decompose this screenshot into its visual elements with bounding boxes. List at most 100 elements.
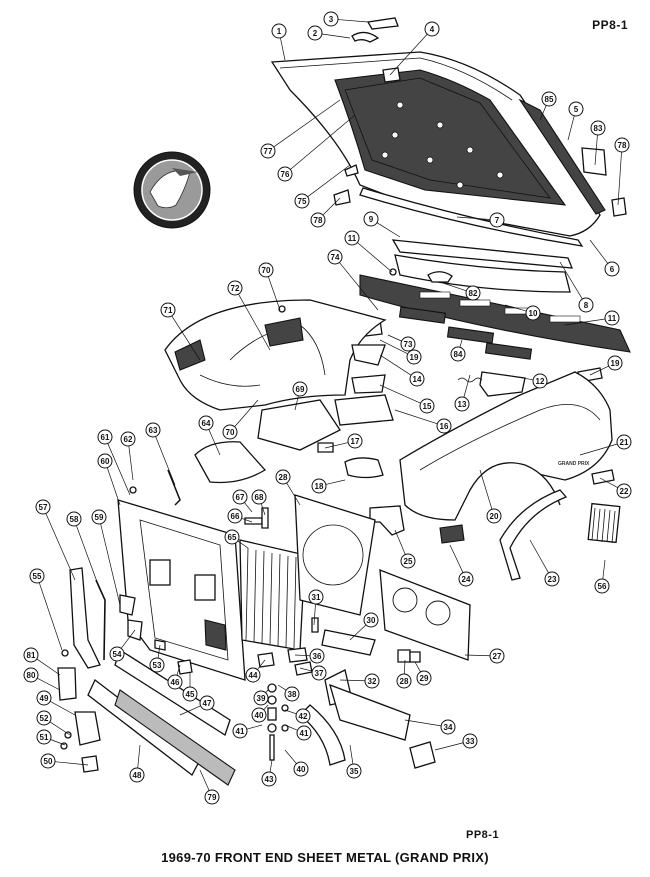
callout-circle bbox=[416, 670, 432, 686]
callout-leader-19 bbox=[379, 339, 408, 355]
bracket-29 bbox=[409, 651, 421, 663]
callout-circle bbox=[458, 571, 474, 587]
callout-circle bbox=[525, 305, 541, 321]
callout-circle bbox=[109, 646, 125, 662]
fender-lamp bbox=[439, 524, 465, 544]
callout-number: 34 bbox=[444, 723, 453, 732]
callout-circle bbox=[541, 91, 557, 107]
callout-circle bbox=[160, 302, 176, 318]
part-callout-59: 59 bbox=[91, 509, 107, 525]
callout-leader-36 bbox=[294, 654, 311, 657]
callout-leader-28 bbox=[286, 482, 301, 506]
part-callout-4: 4 bbox=[424, 21, 440, 37]
part-callout-80: 80 bbox=[23, 667, 39, 683]
part-callout-82: 82 bbox=[465, 285, 481, 301]
callout-circle bbox=[222, 424, 238, 440]
callout-number: 41 bbox=[236, 727, 245, 736]
part-callout-58: 58 bbox=[66, 511, 82, 527]
callout-leader-69 bbox=[294, 395, 299, 411]
part-callout-5: 5 bbox=[568, 101, 584, 117]
callout-circle bbox=[293, 761, 309, 777]
part-callout-45: 45 bbox=[182, 686, 198, 702]
callout-circle bbox=[578, 297, 594, 313]
inner-fender-bracket-14 bbox=[351, 344, 386, 366]
part-callout-70: 70 bbox=[258, 262, 274, 278]
part-callout-3: 3 bbox=[323, 11, 339, 27]
callout-number: 16 bbox=[440, 422, 449, 431]
callout-leader-79 bbox=[199, 769, 210, 791]
callout-leader-14 bbox=[379, 354, 412, 376]
callout-circle bbox=[607, 355, 623, 371]
callout-circle bbox=[277, 166, 293, 182]
nut-51 bbox=[60, 742, 68, 750]
callout-leader-59 bbox=[100, 523, 121, 606]
callout-circle bbox=[271, 23, 287, 39]
callout-number: 53 bbox=[153, 661, 162, 670]
callout-circle bbox=[396, 673, 412, 689]
callout-number: 20 bbox=[490, 512, 499, 521]
callout-circle bbox=[363, 612, 379, 628]
grille-inserts bbox=[398, 306, 533, 360]
callout-leader-6 bbox=[589, 239, 609, 264]
callout-number: 70 bbox=[226, 428, 235, 437]
part-callout-72: 72 bbox=[227, 280, 243, 296]
callout-number: 6 bbox=[610, 265, 615, 274]
part-callout-55: 55 bbox=[29, 568, 45, 584]
callout-leader-38 bbox=[277, 684, 287, 691]
part-callout-24: 24 bbox=[458, 571, 474, 587]
callout-leader-80 bbox=[37, 677, 61, 691]
part-callout-50: 50 bbox=[40, 753, 56, 769]
callout-circle bbox=[294, 193, 310, 209]
part-callout-7: 7 bbox=[489, 212, 505, 228]
callout-leader-23 bbox=[529, 539, 549, 574]
callout-number: 5 bbox=[574, 105, 579, 114]
callout-number: 38 bbox=[288, 690, 297, 699]
callout-leader-35 bbox=[349, 744, 354, 765]
part-callout-40: 40 bbox=[251, 707, 267, 723]
callout-number: 76 bbox=[281, 170, 290, 179]
callout-leader-41 bbox=[246, 724, 263, 730]
callout-leader-64 bbox=[208, 429, 221, 456]
hood-bumper-left bbox=[333, 189, 351, 206]
callout-number: 19 bbox=[410, 353, 419, 362]
callout-circle bbox=[614, 137, 630, 153]
callout-leader-42 bbox=[284, 709, 297, 715]
callout-leader-7 bbox=[456, 216, 491, 220]
part-callout-85: 85 bbox=[541, 91, 557, 107]
callout-circle bbox=[23, 667, 39, 683]
callout-circle bbox=[129, 767, 145, 783]
part-callout-66: 66 bbox=[227, 508, 243, 524]
callout-circle bbox=[145, 422, 161, 438]
callout-number: 81 bbox=[27, 651, 36, 660]
part-callout-11: 11 bbox=[604, 310, 620, 326]
callout-number: 31 bbox=[312, 593, 321, 602]
fender-vent-grille bbox=[587, 502, 621, 544]
callout-leader-16 bbox=[394, 409, 438, 425]
callout-number: 29 bbox=[420, 674, 429, 683]
callout-number: 44 bbox=[249, 671, 258, 680]
callout-circle bbox=[532, 373, 548, 389]
callout-leader-84 bbox=[459, 339, 463, 348]
bracket-66 bbox=[244, 517, 263, 525]
callout-circle bbox=[323, 11, 339, 27]
callout-leader-57 bbox=[45, 513, 76, 581]
callout-leader-54 bbox=[120, 629, 136, 649]
headlamp-opening bbox=[392, 587, 418, 613]
callout-leader-30 bbox=[349, 624, 367, 641]
callout-leader-71 bbox=[171, 315, 201, 361]
headlamp-housing bbox=[379, 569, 471, 661]
part-callout-83: 83 bbox=[590, 120, 606, 136]
callout-circle bbox=[347, 433, 363, 449]
callout-circle bbox=[308, 589, 324, 605]
part-callout-61: 61 bbox=[97, 429, 113, 445]
callout-circle bbox=[275, 469, 291, 485]
callout-leader-20 bbox=[479, 469, 493, 510]
part-callout-33: 33 bbox=[462, 733, 478, 749]
callout-number: 12 bbox=[536, 377, 545, 386]
bracket-50 bbox=[81, 755, 99, 773]
callout-circle bbox=[544, 571, 560, 587]
part-callout-31: 31 bbox=[308, 589, 324, 605]
callout-leader-lines bbox=[36, 19, 622, 791]
callout-circle bbox=[251, 489, 267, 505]
callout-leader-68 bbox=[260, 503, 266, 516]
